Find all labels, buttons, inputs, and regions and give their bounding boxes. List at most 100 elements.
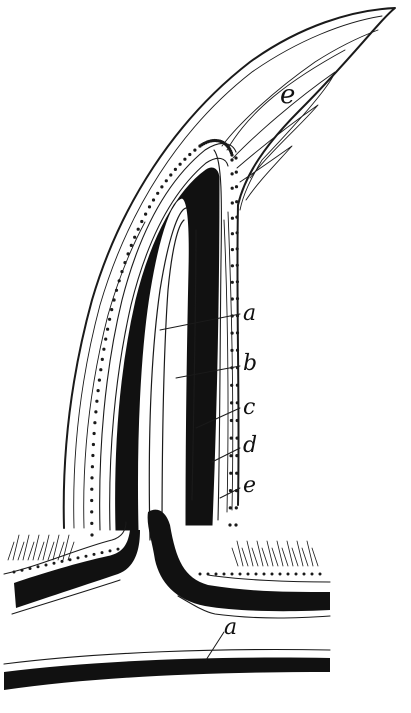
hair-stroke (13, 535, 19, 560)
cell-dot (108, 318, 111, 321)
cell-dot (156, 192, 159, 195)
cell-dot (236, 349, 239, 352)
hair-stroke (18, 542, 24, 560)
hair-stroke (257, 541, 263, 566)
cell-dot (236, 437, 239, 440)
cell-dot (229, 472, 232, 475)
cell-dot (91, 454, 94, 457)
cell-dot (99, 368, 102, 371)
cell-dot (228, 523, 231, 526)
cell-dot (263, 573, 266, 576)
cell-dot (319, 573, 322, 576)
cell-dot (90, 488, 93, 491)
cell-dot (97, 389, 100, 392)
cell-dot (106, 328, 109, 331)
cell-dot (144, 213, 147, 216)
cell-dot (231, 281, 234, 284)
cell-dot (235, 472, 238, 475)
cell-dot (174, 168, 177, 171)
hair-fringe-right (232, 541, 318, 566)
cell-dot (287, 573, 290, 576)
cell-dot (69, 558, 72, 561)
cell-dot (169, 173, 172, 176)
cell-dot (118, 279, 121, 282)
cell-dot (94, 410, 97, 413)
label-c: c (243, 395, 255, 420)
cell-dot (160, 185, 163, 188)
cell-dot (109, 549, 112, 552)
cell-dot (311, 573, 314, 576)
cell-dot (230, 153, 233, 156)
cell-dot (95, 400, 98, 403)
label-top-e: e (280, 80, 295, 110)
cell-dot (137, 228, 140, 231)
cell-dot (91, 465, 94, 468)
cell-dot (117, 548, 120, 551)
cell-dot (133, 236, 136, 239)
cell-dot (234, 156, 237, 159)
cell-dot (230, 419, 233, 422)
cell-dot (236, 331, 239, 334)
hair-stroke (277, 541, 283, 566)
cell-dot (90, 533, 93, 536)
label-a: a (243, 301, 256, 326)
cell-dot (229, 506, 232, 509)
cell-dot (247, 573, 250, 576)
cell-dot (231, 217, 234, 220)
hair-stroke (272, 548, 278, 566)
enamel-outline (64, 8, 395, 528)
cell-dot (112, 298, 115, 301)
label-e: e (243, 473, 256, 498)
bottom-band (4, 658, 330, 690)
cell-dot (303, 573, 306, 576)
cell-dot (230, 384, 233, 387)
cell-dot (231, 172, 234, 175)
cell-dot (279, 573, 282, 576)
cell-dot (235, 185, 238, 188)
hair-stroke (287, 541, 293, 566)
cell-dot (235, 200, 238, 203)
hair-stroke (252, 548, 258, 566)
cell-dot (53, 562, 56, 565)
cell-dot (231, 201, 234, 204)
cell-dot (140, 220, 143, 223)
cell-dot (165, 179, 168, 182)
cell-dot (85, 555, 88, 558)
hair-stroke (312, 548, 318, 566)
hair-stroke (247, 541, 253, 566)
cell-dot (236, 231, 239, 234)
cell-dot (255, 573, 258, 576)
cell-dot (93, 553, 96, 556)
label-b: b (243, 351, 257, 376)
cell-dot (101, 551, 104, 554)
cell-dot (230, 349, 233, 352)
cell-dot (236, 419, 239, 422)
cell-dot (236, 297, 239, 300)
cell-dot (236, 280, 239, 283)
hair-stroke (8, 542, 14, 560)
dentine-band (116, 168, 219, 530)
cell-dot (37, 565, 40, 568)
cell-dot (77, 556, 80, 559)
cell-dot (90, 510, 93, 513)
dotted-cell-layer (13, 139, 322, 576)
cell-dot (179, 163, 182, 166)
hair-stroke (33, 535, 39, 560)
cell-dot (235, 216, 238, 219)
cell-dot (188, 153, 191, 156)
cell-dot (183, 158, 186, 161)
hair-stroke (297, 541, 303, 566)
cell-dot (120, 270, 123, 273)
cell-dot (236, 264, 239, 267)
hair-stroke (23, 535, 29, 560)
cell-dot (234, 523, 237, 526)
cell-dot (104, 338, 107, 341)
hair-stroke (63, 535, 69, 560)
cell-dot (231, 248, 234, 251)
hair-stroke (237, 541, 243, 566)
cell-dot (90, 499, 93, 502)
base-right-flange (148, 510, 330, 612)
cell-dot (90, 476, 93, 479)
base-left-flange (14, 530, 140, 608)
cell-dot (127, 252, 130, 255)
